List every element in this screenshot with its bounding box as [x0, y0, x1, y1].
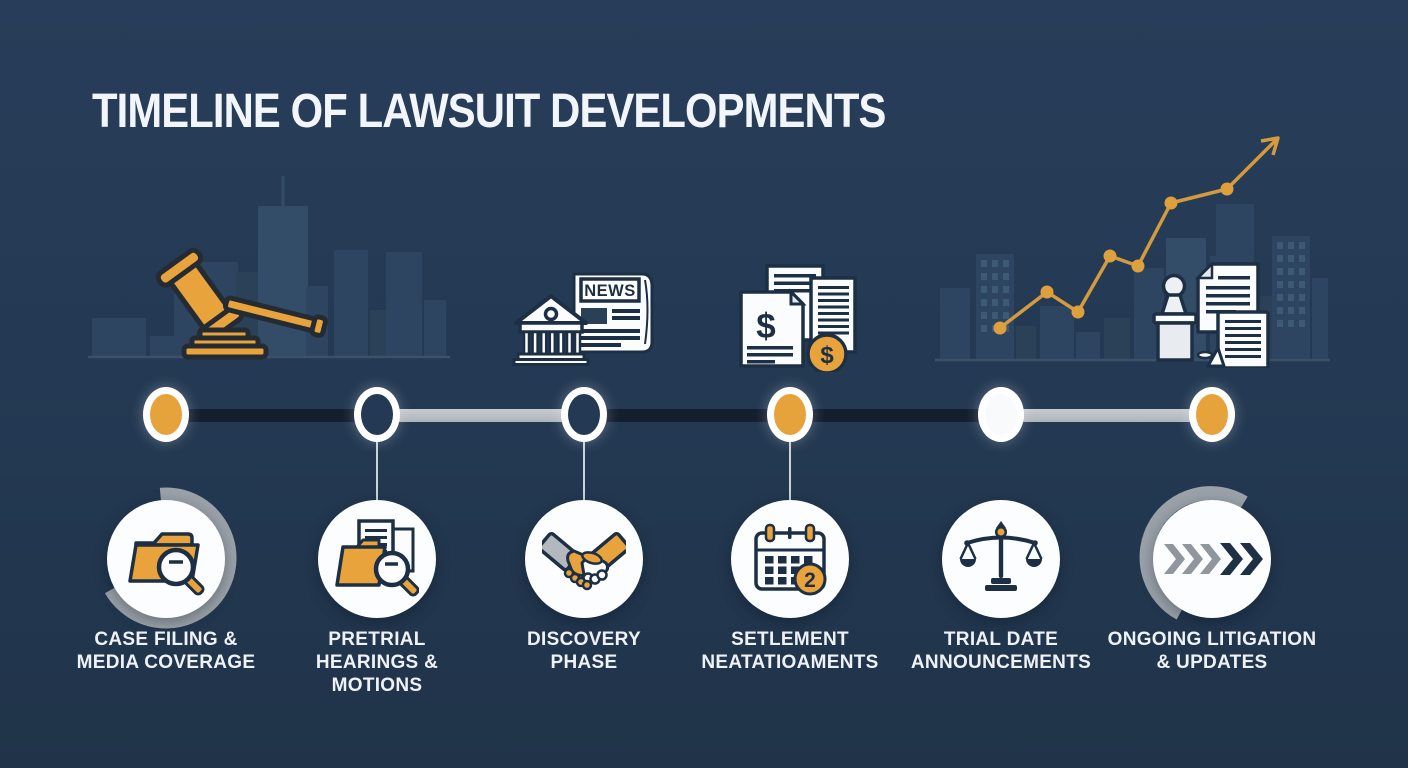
handshake-icon — [542, 531, 626, 591]
node-connector-2 — [376, 441, 378, 503]
track-segment-3 — [584, 409, 790, 422]
timeline-node-4 — [767, 387, 813, 442]
step-label-5: TRIAL DATE ANNOUNCEMENTS — [910, 629, 1092, 673]
track-segment-5 — [1001, 409, 1212, 422]
chevrons-icon — [1164, 543, 1263, 575]
timeline-node-1 — [143, 387, 189, 442]
documents-search-icon — [335, 519, 419, 597]
scales-icon — [959, 521, 1043, 591]
gavel-icon — [155, 247, 328, 360]
folder-search-icon — [128, 532, 205, 596]
timeline-node-6 — [1189, 387, 1235, 442]
track-segment-2 — [377, 409, 584, 422]
timeline-node-3 — [561, 387, 607, 442]
growth-line-icon — [993, 136, 1280, 335]
stamp-documents-icon — [1152, 260, 1270, 368]
step-label-3: DISCOVERY PHASE — [527, 629, 641, 673]
circle-arc-decoration-1 — [104, 487, 237, 629]
circle-arc-decoration-6 — [1139, 486, 1248, 620]
step-label-1: CASE FILING & MEDIA COVERAGE — [76, 629, 256, 673]
money-documents-icon: $ $ — [739, 264, 857, 372]
track-segment-1 — [166, 409, 377, 422]
city-skyline-left — [88, 176, 450, 359]
dollar-document-symbol: $ — [756, 307, 775, 346]
timeline-node-5 — [978, 387, 1024, 442]
step-label-4: SETLEMENT NEATATIOAMENTS — [701, 629, 879, 673]
step-label-2: PRETRIAL HEARINGS & MOTIONS — [315, 629, 439, 696]
courthouse-news-icon: NEWS — [512, 272, 654, 366]
dollar-coin-symbol: $ — [820, 342, 834, 369]
calendar-icon: 2 — [754, 523, 827, 596]
calendar-badge-number: 2 — [804, 569, 816, 592]
track-segment-4 — [790, 409, 1001, 422]
step-label-6: ONGOING LITIGATION & UPDATES — [1107, 629, 1317, 673]
city-skyline-right — [935, 204, 1330, 362]
news-headline: NEWS — [584, 282, 636, 300]
node-connector-4 — [789, 441, 791, 503]
node-connector-3 — [583, 441, 585, 503]
page-title: TIMELINE OF LAWSUIT DEVELOPMENTS — [92, 85, 886, 138]
timeline-node-2 — [354, 387, 400, 442]
